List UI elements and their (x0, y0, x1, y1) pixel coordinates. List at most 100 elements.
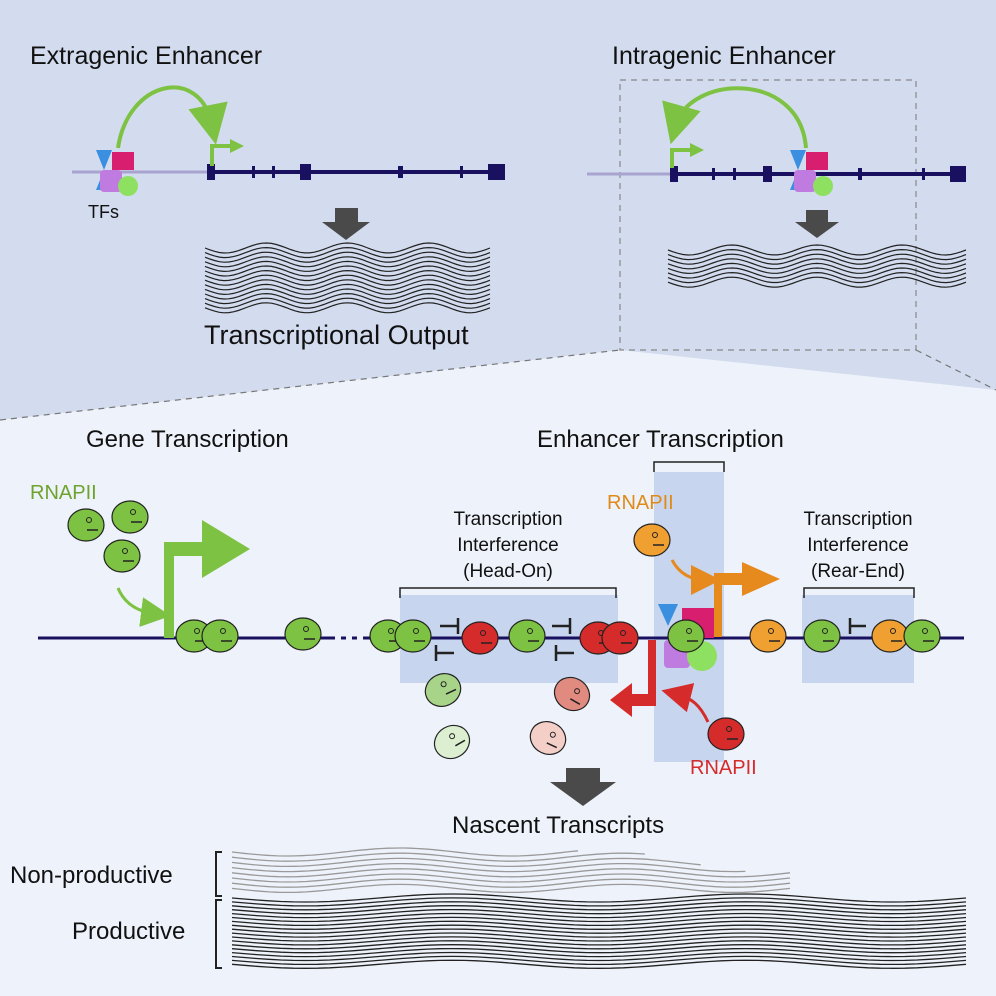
extragenic-locus (72, 139, 505, 180)
transcript-line (231, 908, 967, 919)
transcript-line (231, 959, 967, 969)
gene-transcription-title: Gene Transcription (86, 426, 289, 453)
transcript-line (231, 905, 967, 915)
transcript-line (231, 862, 746, 873)
transcript-line (231, 955, 967, 966)
down-arrow-intragenic (795, 210, 839, 238)
rnapii-icon (201, 619, 239, 653)
rnapii-icon (871, 619, 909, 653)
transcript-line (667, 248, 967, 261)
transcript-line (231, 852, 645, 862)
productive-label: Productive (72, 918, 186, 945)
transcript-line (231, 928, 967, 938)
rearend-line1: Transcription (803, 509, 913, 530)
rnapii-icon (553, 676, 591, 712)
transcript-waves-extragenic (204, 242, 491, 314)
headon-interference-label: Transcription Interference (Head-On) (428, 507, 588, 585)
down-arrow-extragenic (322, 208, 370, 240)
transcript-line (231, 936, 967, 946)
rearend-bracket (803, 587, 915, 598)
transcript-line (204, 288, 491, 300)
enhancer-bracket (653, 461, 725, 472)
intragenic-loop-arrow (662, 86, 808, 149)
rnapii-icon (111, 500, 149, 534)
transcript-line (204, 302, 491, 314)
rnapii-icon (424, 673, 462, 707)
transcript-line (204, 251, 491, 263)
extragenic-loop-arrow (116, 85, 228, 149)
gene-promoter-arrow (164, 520, 250, 638)
transcript-line (231, 878, 791, 888)
transcript-line (667, 258, 967, 270)
transcript-line (231, 883, 791, 894)
enhancer-transcription-title: Enhancer Transcription (537, 426, 784, 453)
transcript-line (667, 276, 967, 288)
rearend-interference-label: Transcription Interference (Rear-End) (778, 507, 938, 585)
transcript-line (204, 274, 491, 286)
recruit-arrow-green (116, 587, 171, 628)
zoom-line-left (0, 349, 621, 421)
nonproductive-transcripts (231, 847, 791, 894)
transcript-line (204, 279, 491, 291)
rnapii-icon (394, 619, 432, 653)
transcript-line (231, 924, 967, 934)
transcript-line (231, 947, 967, 958)
productive-transcripts (231, 893, 967, 969)
rearend-line2: Interference (807, 535, 909, 556)
transcript-line (204, 265, 491, 277)
transcript-line (667, 262, 967, 275)
transcript-line (667, 244, 967, 256)
transcript-line (667, 267, 967, 279)
transcript-line (204, 256, 491, 268)
rnapii-icon (903, 619, 941, 653)
transcript-line (231, 912, 967, 923)
rnapii-icon (508, 619, 546, 653)
transcript-line (231, 873, 791, 883)
rnapii-icon (67, 508, 105, 542)
transcript-line (231, 897, 967, 907)
down-arrow-nascent (550, 768, 616, 806)
transcript-line (231, 857, 701, 868)
nascent-transcripts-label: Nascent Transcripts (452, 812, 665, 839)
transcript-line (231, 920, 967, 930)
nonproductive-label: Non-productive (10, 862, 173, 889)
transcript-line (231, 951, 967, 962)
rnapii-molecules (67, 500, 941, 760)
tf-cluster-extragenic (96, 150, 138, 196)
rnapii-icon (667, 619, 705, 653)
transcript-line (231, 944, 967, 954)
rnapii-icon (103, 539, 141, 573)
intragenic-title: Intragenic Enhancer (612, 42, 836, 70)
rnapii-icon (284, 617, 322, 651)
intragenic-locus (587, 143, 966, 182)
transcript-line (231, 916, 967, 927)
transcript-waves-intragenic (667, 244, 967, 288)
transcript-line (204, 242, 491, 254)
recruit-arrow-orange (670, 559, 721, 595)
transcript-line (204, 297, 491, 309)
transcript-line (204, 292, 491, 305)
headon-line1: Transcription (453, 509, 563, 530)
transcript-line (667, 271, 967, 284)
transcript-line (667, 253, 967, 265)
transcriptional-output-label: Transcriptional Output (204, 320, 469, 350)
productive-bracket (215, 899, 222, 969)
transcript-line (231, 940, 967, 950)
rnapii-icon (749, 619, 787, 653)
rnapii-icon (803, 619, 841, 653)
rnapii-icon (633, 523, 671, 557)
interference-blockers (434, 618, 866, 661)
transcript-line (204, 260, 491, 273)
headon-line3: (Head-On) (463, 561, 553, 582)
rnapii-icon (461, 621, 499, 655)
transcript-line (204, 269, 491, 282)
nonproductive-bracket (215, 851, 222, 897)
tfs-label: TFs (88, 202, 119, 222)
extragenic-title: Extragenic Enhancer (30, 42, 263, 70)
tf-cluster-intragenic (790, 150, 833, 196)
transcript-line (204, 246, 491, 259)
rnapii-orange-label: RNAPII (607, 492, 674, 514)
transcript-line (231, 847, 579, 857)
recruit-arrow-red (661, 683, 710, 723)
